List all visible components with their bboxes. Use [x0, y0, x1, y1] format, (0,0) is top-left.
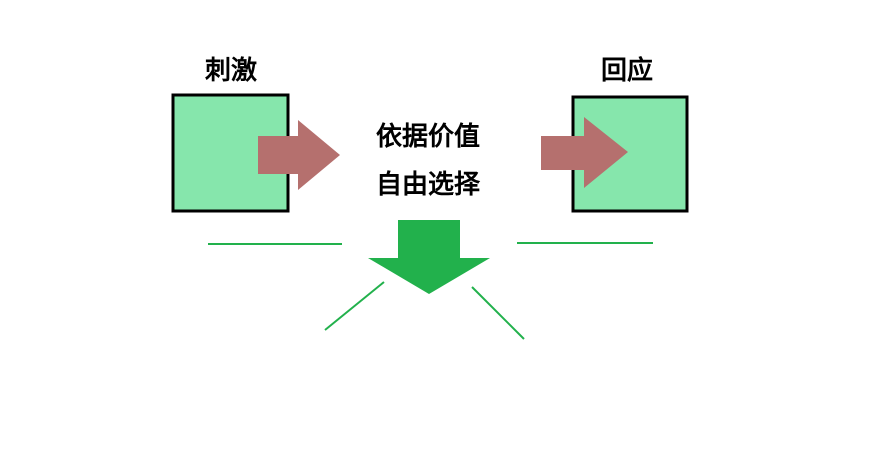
left-diagonal-line	[324, 281, 385, 331]
choice-down-arrow	[368, 220, 490, 294]
stimulus-label: 刺激	[205, 56, 258, 86]
right-diagonal-line	[471, 286, 525, 340]
stimulus-arrow	[258, 120, 340, 190]
middle-text-line-2: 自由选择	[376, 170, 481, 200]
response-label: 回应	[601, 56, 654, 86]
middle-text-line-1: 依据价值	[376, 122, 481, 152]
response-arrow	[541, 117, 628, 188]
